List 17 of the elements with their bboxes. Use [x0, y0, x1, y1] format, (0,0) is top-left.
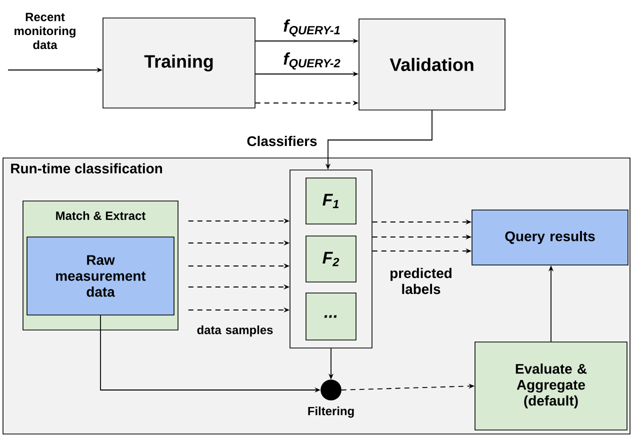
process-box: Validation	[358, 18, 506, 110]
edge-label: Recent monitoring data	[14, 12, 76, 50]
edge-label: f$_{QUERY-1}$	[284, 19, 340, 37]
heading: Match & Extract	[56, 211, 146, 220]
classifier-box: F$_{1}$	[306, 178, 356, 224]
process-box: Evaluate & Aggregate (default)	[474, 342, 628, 430]
classifier-box: F$_{2}$	[306, 236, 356, 282]
node-caption: Filtering	[308, 406, 354, 418]
process-box: Raw measurement data	[26, 236, 174, 316]
process-box: Training	[102, 18, 256, 108]
classifier-box: ...	[306, 292, 356, 340]
edge-label: f$_{QUERY-2}$	[284, 52, 340, 70]
edge-label: Classifiers	[247, 136, 317, 146]
label: predicted labels	[390, 268, 452, 294]
heading: Run-time classification	[11, 163, 162, 174]
process-box: Query results	[472, 210, 628, 266]
label: data samples	[197, 325, 273, 337]
